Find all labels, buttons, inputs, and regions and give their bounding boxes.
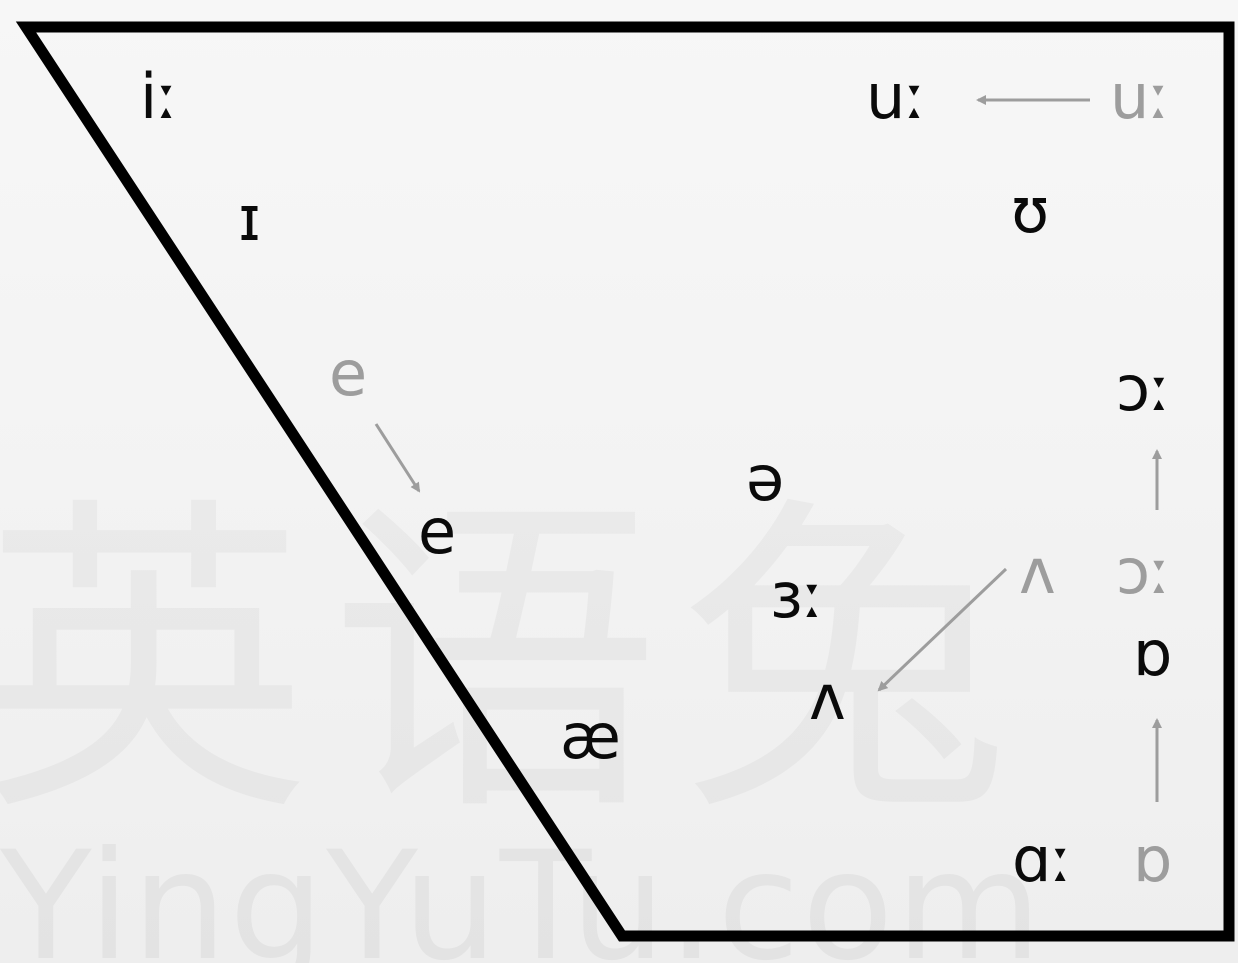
vowel-wedge-old: ʌ bbox=[1019, 535, 1056, 608]
vowel-u-long-old: uː bbox=[1110, 60, 1171, 133]
vowel-open-o-long: ɔː bbox=[1116, 352, 1171, 425]
vowel-short-o-old: ɒ bbox=[1133, 823, 1173, 896]
vowel-a-long: ɑː bbox=[1012, 823, 1073, 896]
vowel-er-long: ɜː bbox=[770, 559, 824, 632]
vowel-u-long: uː bbox=[866, 60, 927, 133]
vowel-short-i: ɪ bbox=[238, 182, 262, 255]
vowel-schwa: ə bbox=[746, 442, 785, 515]
vowel-wedge: ʌ bbox=[809, 661, 846, 734]
vowel-i-long: iː bbox=[140, 60, 179, 133]
vowel-short-u: ʊ bbox=[1011, 174, 1050, 247]
vowel-e: e bbox=[418, 495, 457, 568]
vowel-ae: æ bbox=[560, 700, 621, 773]
vowel-short-o: ɒ bbox=[1133, 617, 1173, 690]
vowel-open-o-long-old: ɔː bbox=[1116, 535, 1171, 608]
vowel-e-old: e bbox=[329, 337, 368, 410]
arrow-e-shift bbox=[374, 423, 421, 493]
arrow-wedge-shift bbox=[877, 567, 1008, 692]
vowel-trapezoid-outline bbox=[15, 21, 1235, 942]
